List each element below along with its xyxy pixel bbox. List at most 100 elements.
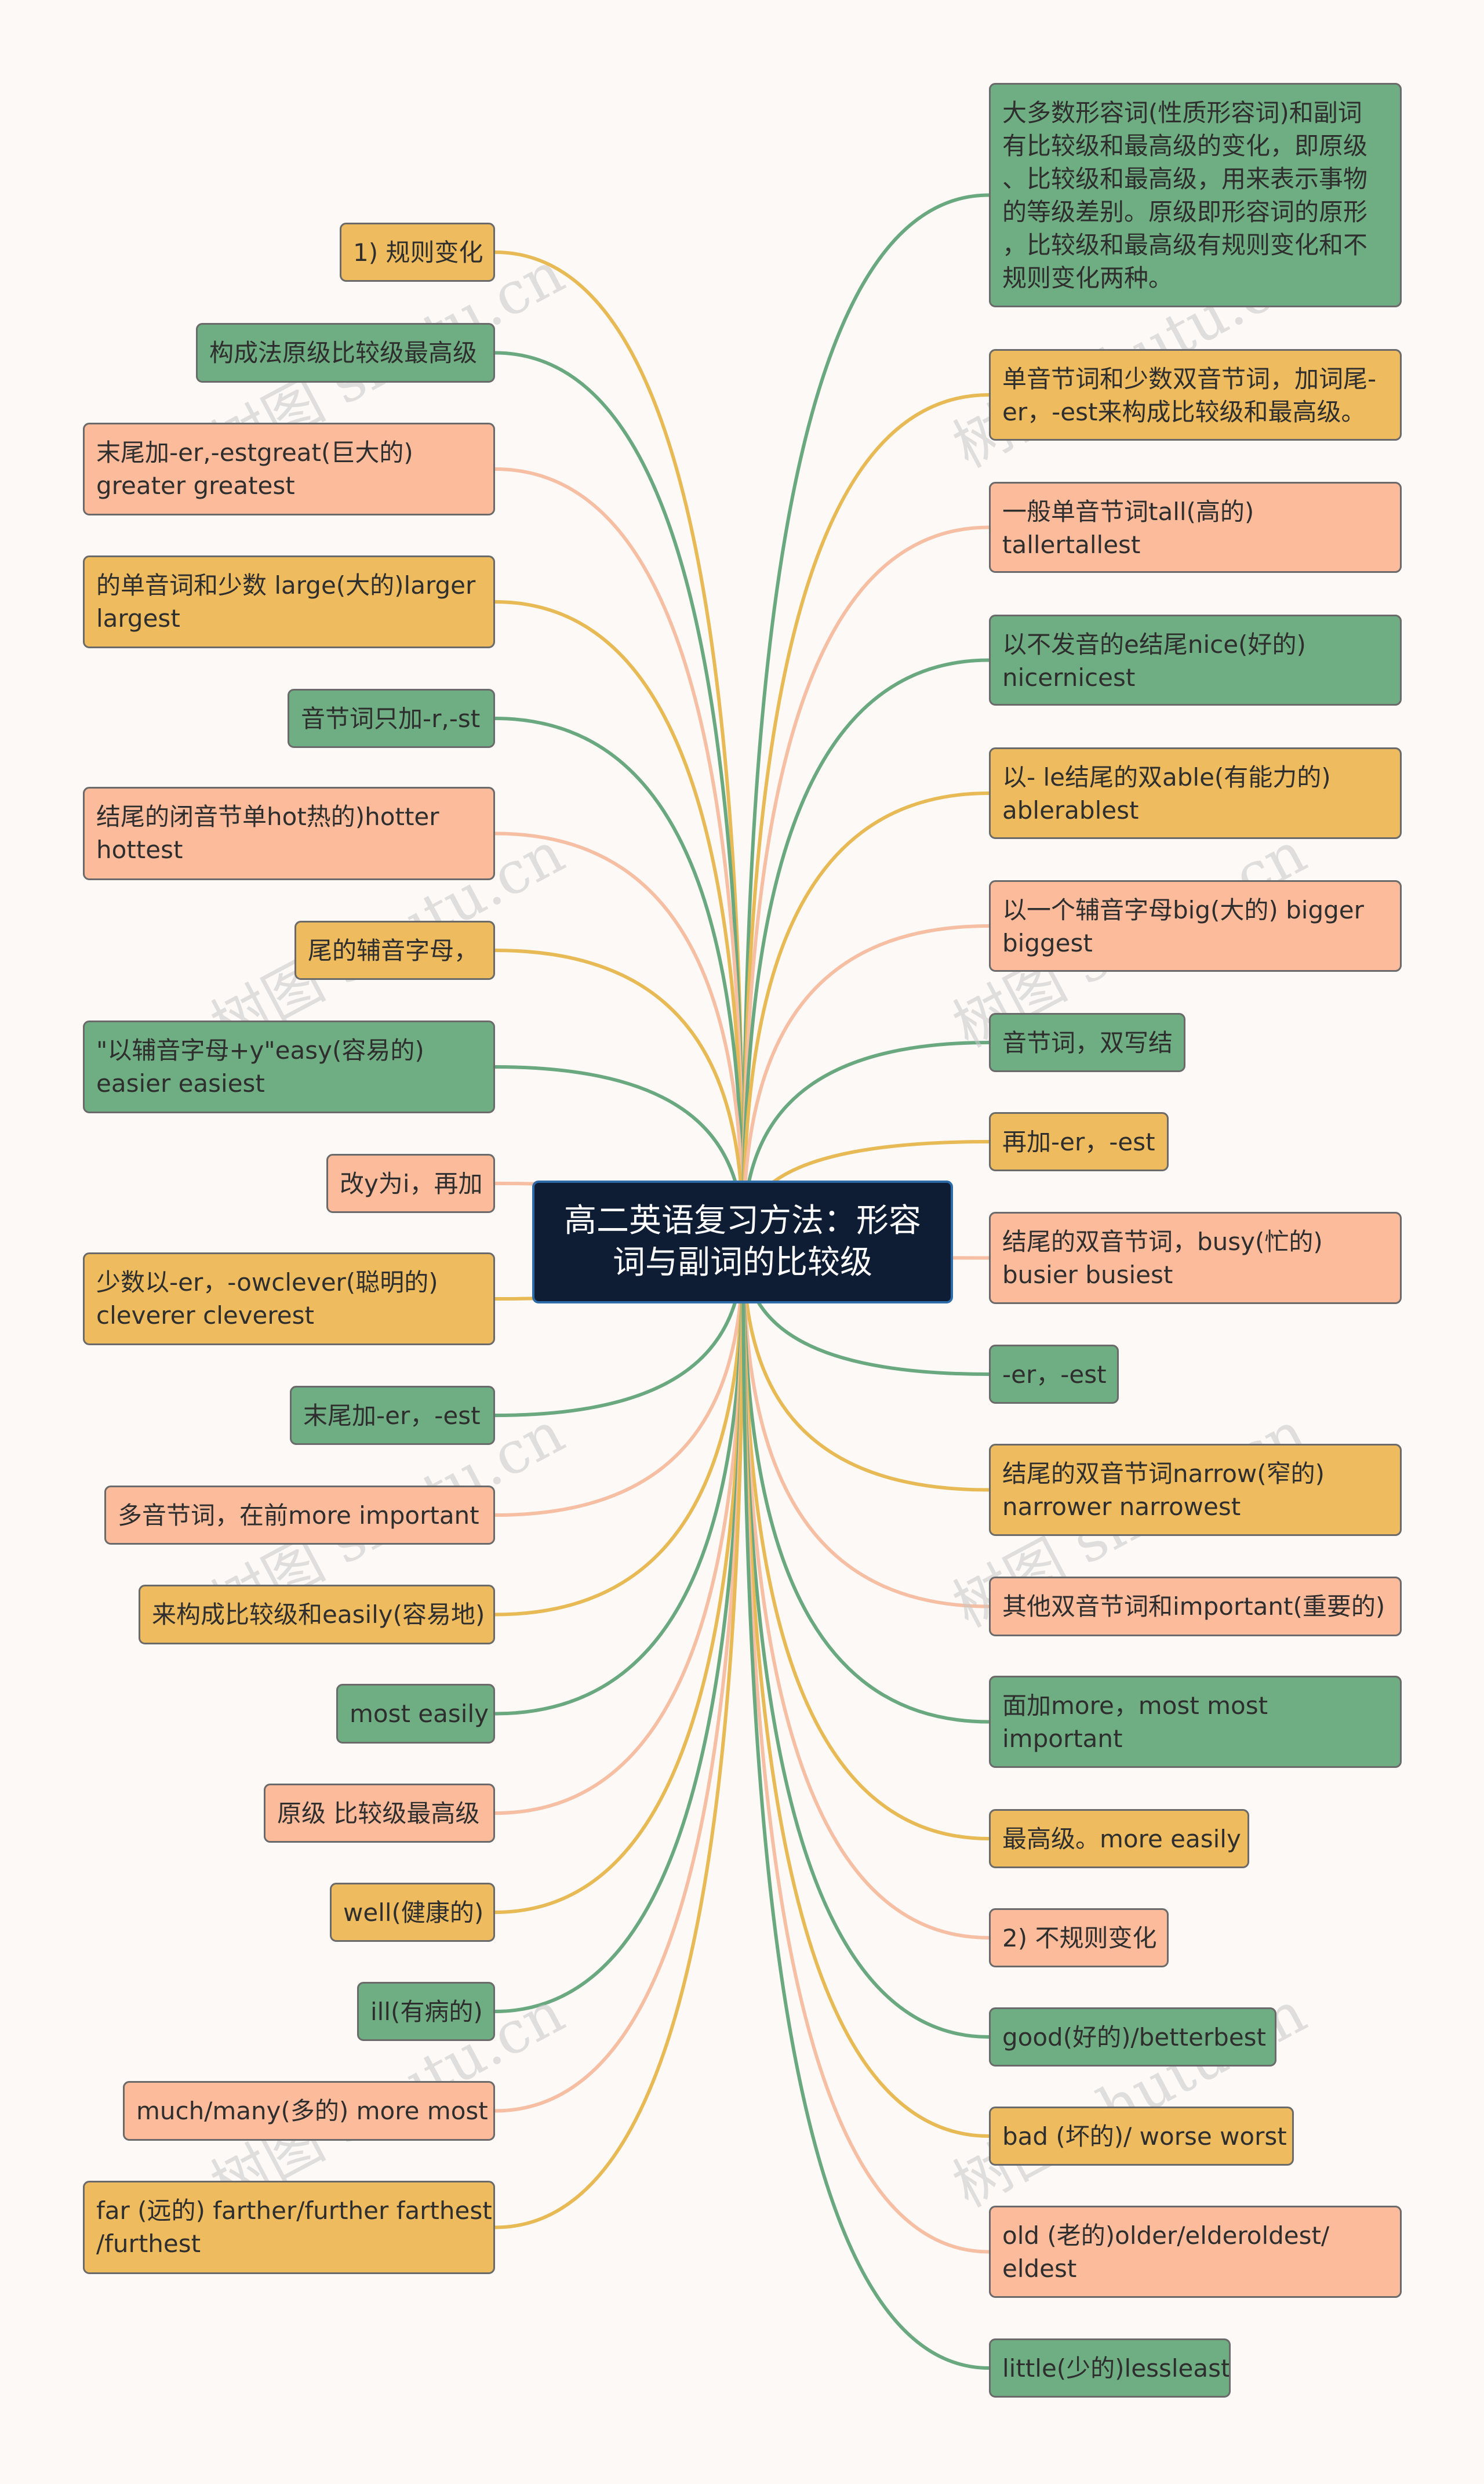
right-node-1-line-4: 的等级差别。原级即形容词的原形	[1002, 198, 1368, 226]
right-connector-13	[741, 1241, 990, 1724]
left-node-14[interactable]: most easily	[336, 1684, 495, 1744]
left-connector-16	[494, 1241, 745, 1914]
right-node-5-line-2: ablerablest	[1002, 796, 1139, 825]
right-node-15[interactable]: 2) 不规则变化	[989, 1908, 1169, 1967]
right-node-4-line-2: nicernicest	[1002, 663, 1136, 692]
left-node-19[interactable]: far (远的) farther/further farthest/furthe…	[83, 2181, 495, 2274]
left-node-6-line-2: hottest	[96, 836, 183, 864]
right-connector-1	[741, 193, 990, 1243]
root-topic[interactable]: 高二英语复习方法：形容 词与副词的比较级	[532, 1181, 953, 1303]
left-node-11-line-1: 末尾加-er，-est	[303, 1401, 481, 1430]
right-node-2-line-1: 单音节词和少数双音节词，加词尾-	[1002, 365, 1377, 393]
left-node-7-line-1: 尾的辅音字母，	[308, 936, 479, 965]
left-node-10[interactable]: 少数以-er，-owclever(聪明的)cleverer cleverest	[83, 1252, 495, 1345]
right-node-3-line-1: 一般单音节词tall(高的)	[1002, 497, 1254, 526]
right-node-7-line-1: 音节词，双写结	[1002, 1028, 1173, 1057]
right-connector-5	[741, 791, 990, 1243]
right-node-16[interactable]: good(好的)/betterbest	[989, 2007, 1276, 2067]
right-node-11[interactable]: 结尾的双音节词narrow(窄的)narrower narrowest	[989, 1444, 1402, 1536]
left-node-19-line-1: far (远的) farther/further farthest	[96, 2196, 492, 2225]
right-connector-3	[741, 525, 990, 1243]
left-connector-15	[494, 1241, 745, 1815]
right-node-10-line-1: -er，-est	[1002, 1360, 1107, 1389]
right-node-17-line-1: bad (坏的)/ worse worst	[1002, 2122, 1287, 2151]
left-node-15[interactable]: 原级 比较级最高级	[264, 1784, 495, 1843]
left-node-11[interactable]: 末尾加-er，-est	[290, 1386, 495, 1445]
right-node-12-line-1: 其他双音节词和important(重要的)	[1002, 1592, 1385, 1621]
right-node-9-line-2: busier busiest	[1002, 1261, 1173, 1289]
right-node-8-line-1: 再加-er，-est	[1002, 1127, 1155, 1156]
right-node-14-line-1: 最高级。more easily	[1002, 1824, 1241, 1853]
left-connector-3	[494, 467, 745, 1243]
left-node-4[interactable]: 的单音词和少数 large(大的)larger largest	[83, 555, 495, 648]
right-connector-15	[741, 1241, 990, 1940]
left-node-8-line-1: "以辅音字母+y"easy(容易的)	[96, 1036, 424, 1065]
left-node-2[interactable]: 构成法原级比较级最高级	[196, 323, 495, 383]
left-node-3[interactable]: 末尾加-er,-estgreat(巨大的)greater greatest	[83, 423, 495, 515]
left-node-16-line-1: well(健康的)	[343, 1898, 484, 1927]
left-connector-5	[494, 717, 745, 1243]
left-node-6[interactable]: 结尾的闭音节单hot热的)hotter hottest	[83, 787, 495, 880]
right-node-15-line-1: 2) 不规则变化	[1002, 1923, 1157, 1952]
left-node-7[interactable]: 尾的辅音字母，	[294, 921, 495, 980]
right-node-9[interactable]: 结尾的双音节词，busy(忙的) busier busiest	[989, 1212, 1402, 1304]
right-node-1-line-5: ，比较级和最高级有规则变化和不	[1002, 231, 1368, 259]
left-node-9-line-1: 改y为i，再加	[340, 1169, 483, 1198]
left-node-1-line-1: 1) 规则变化	[353, 238, 483, 267]
left-connector-2	[494, 351, 745, 1243]
left-node-4-line-2: largest	[96, 604, 180, 633]
right-connector-6	[741, 924, 990, 1243]
right-node-10[interactable]: -er，-est	[989, 1345, 1119, 1404]
right-node-1[interactable]: 大多数形容词(性质形容词)和副词有比较级和最高级的变化，即原级、比较级和最高级，…	[989, 83, 1402, 307]
right-node-2[interactable]: 单音节词和少数双音节词，加词尾-er，-est来构成比较级和最高级。	[989, 349, 1402, 441]
right-node-16-line-1: good(好的)/betterbest	[1002, 2022, 1267, 2051]
right-node-1-line-1: 大多数形容词(性质形容词)和副词	[1002, 99, 1362, 127]
left-connector-7	[494, 949, 745, 1243]
left-node-8-line-2: easier easiest	[96, 1069, 265, 1098]
left-node-12-line-1: 多音节词，在前more important	[118, 1501, 479, 1530]
right-node-19[interactable]: little(少的)lessleast	[989, 2338, 1231, 2398]
right-node-19-line-1: little(少的)lessleast	[1002, 2354, 1231, 2383]
right-node-13-line-1: 面加more，most most	[1002, 1691, 1268, 1720]
right-node-12[interactable]: 其他双音节词和important(重要的)	[989, 1577, 1402, 1636]
left-node-17[interactable]: ill(有病的)	[357, 1982, 495, 2041]
left-node-9[interactable]: 改y为i，再加	[326, 1154, 495, 1213]
left-node-1[interactable]: 1) 规则变化	[340, 223, 495, 282]
right-connector-4	[741, 658, 990, 1243]
right-node-4[interactable]: 以不发音的e结尾nice(好的)nicernicest	[989, 615, 1402, 706]
left-node-10-line-2: cleverer cleverest	[96, 1301, 314, 1330]
left-node-2-line-1: 构成法原级比较级最高级	[209, 339, 478, 367]
right-node-1-line-6: 规则变化两种。	[1002, 264, 1173, 292]
left-node-8[interactable]: "以辅音字母+y"easy(容易的) easier easiest	[83, 1021, 495, 1113]
right-node-14[interactable]: 最高级。more easily	[989, 1809, 1249, 1868]
left-node-14-line-1: most easily	[350, 1699, 489, 1728]
left-node-6-line-1: 结尾的闭音节单hot热的)hotter	[96, 802, 439, 831]
right-node-5-line-1: 以- le结尾的双able(有能力的)	[1002, 763, 1331, 791]
right-node-6-line-2: biggest	[1002, 929, 1093, 957]
right-node-1-line-3: 、比较级和最高级，用来表示事物	[1002, 165, 1368, 193]
left-node-4-line-1: 的单音词和少数 large(大的)larger	[96, 571, 476, 600]
left-node-13[interactable]: 来构成比较级和easily(容易地)	[139, 1585, 495, 1644]
left-connector-19	[494, 1241, 745, 2229]
right-node-9-line-1: 结尾的双音节词，busy(忙的)	[1002, 1228, 1323, 1256]
right-node-13-line-2: important	[1002, 1724, 1123, 1753]
left-node-5[interactable]: 音节词只加-r,-st	[288, 689, 495, 748]
right-node-17[interactable]: bad (坏的)/ worse worst	[989, 2107, 1294, 2166]
left-node-19-line-2: /furthest	[96, 2229, 201, 2258]
right-node-7[interactable]: 音节词，双写结	[989, 1013, 1185, 1072]
right-node-5[interactable]: 以- le结尾的双able(有能力的) ablerablest	[989, 747, 1402, 839]
right-node-3[interactable]: 一般单音节词tall(高的)tallertallest	[989, 482, 1402, 573]
left-connector-6	[494, 831, 745, 1243]
right-node-18-line-1: old (老的)older/elderoldest/	[1002, 2221, 1330, 2250]
left-node-18[interactable]: much/many(多的) more most	[123, 2081, 495, 2141]
left-node-3-line-1: 末尾加-er,-estgreat(巨大的)	[96, 438, 413, 467]
left-node-16[interactable]: well(健康的)	[330, 1883, 495, 1942]
right-node-11-line-1: 结尾的双音节词narrow(窄的)	[1002, 1459, 1325, 1488]
right-node-8[interactable]: 再加-er，-est	[989, 1112, 1169, 1171]
left-node-12[interactable]: 多音节词，在前more important	[104, 1486, 495, 1545]
right-node-13[interactable]: 面加more，most most important	[989, 1676, 1402, 1768]
right-node-18[interactable]: old (老的)older/elderoldest/eldest	[989, 2206, 1402, 2298]
right-node-2-line-2: er，-est来构成比较级和最高级。	[1002, 398, 1366, 426]
left-connector-4	[494, 600, 745, 1243]
